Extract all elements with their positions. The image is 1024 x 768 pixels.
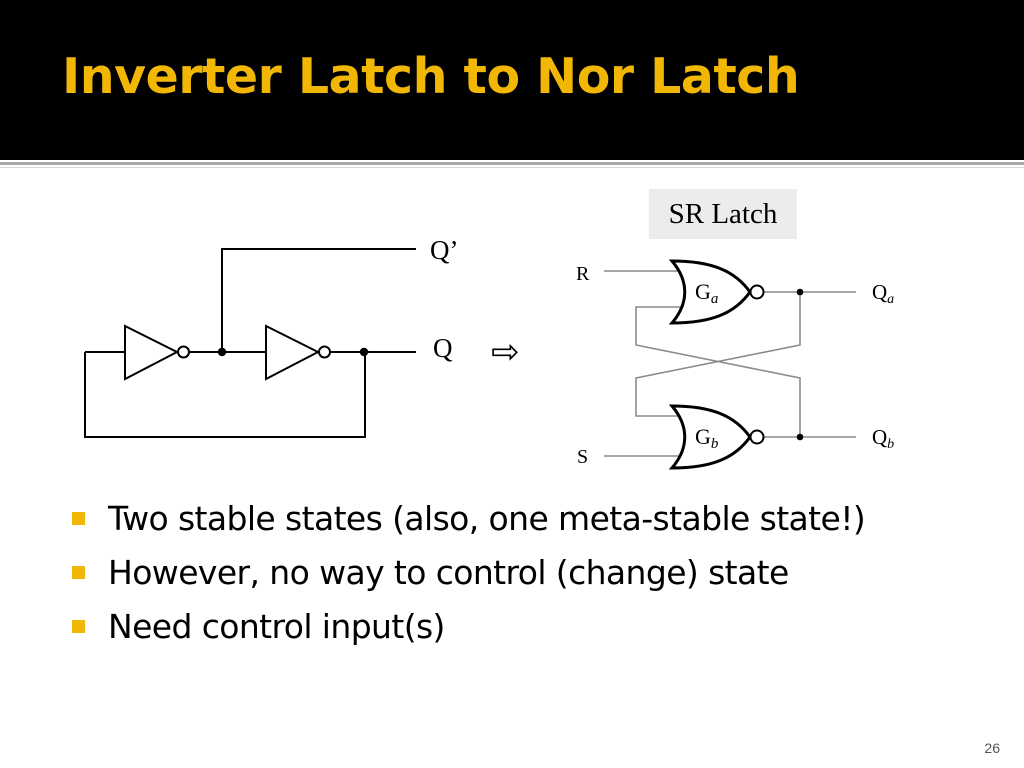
gate-a-label: Ga [695, 279, 718, 307]
inverter-2-bubble [318, 345, 331, 359]
nor-gate-b-bubble [749, 429, 765, 445]
input-r-label: R [576, 263, 590, 285]
nor-gate-b [668, 404, 752, 470]
title-divider-thin [0, 167, 1024, 168]
sr-latch-badge: SR Latch [649, 189, 797, 239]
right-arrow-icon: ⇨ [491, 332, 520, 372]
inverter-1 [124, 324, 180, 381]
cross-wire-b [635, 292, 801, 417]
page-number: 26 [984, 740, 1000, 756]
nor-gate-a-bubble [749, 284, 765, 300]
bullet-list: Two stable states (also, one meta-stable… [70, 492, 970, 654]
output-qa-label: Qa [872, 280, 894, 307]
junction-dot [217, 347, 227, 357]
q-prime-wire [221, 248, 416, 352]
nor-gate-a [668, 259, 752, 325]
inverter-latch: Q’ Q [84, 235, 459, 438]
inverter-2 [265, 324, 321, 381]
sr-latch: R S Ga Gb Qa Qb [576, 259, 894, 470]
junction-dot [359, 347, 369, 357]
bullet-item: Two stable states (also, one meta-stable… [70, 492, 970, 546]
bullet-item: However, no way to control (change) stat… [70, 546, 970, 600]
title-bar: Inverter Latch to Nor Latch [0, 0, 1024, 160]
bullet-item: Need control input(s) [70, 600, 970, 654]
slide-title: Inverter Latch to Nor Latch [62, 48, 800, 105]
circuit-diagram: Q’ Q ⇨ R S Ga Gb Qa Qb [84, 235, 894, 470]
output-qb-label: Qb [872, 425, 894, 452]
gate-b-label: Gb [695, 424, 719, 452]
inverter-1-bubble [177, 345, 190, 359]
feedback-wire [84, 352, 366, 438]
title-divider [0, 162, 1024, 165]
label-q-prime: Q’ [430, 235, 459, 265]
sr-latch-badge-label: SR Latch [668, 198, 778, 230]
junction-dot [796, 288, 804, 296]
label-q: Q [433, 333, 453, 363]
junction-dot [796, 433, 804, 441]
cross-wire-a [635, 306, 801, 437]
input-s-label: S [577, 446, 588, 468]
